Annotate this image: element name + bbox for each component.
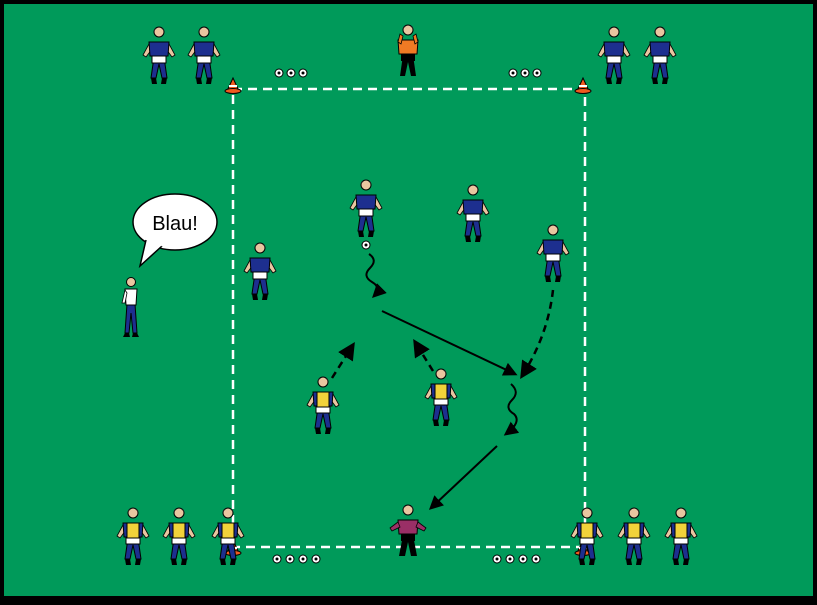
- pass-arrow-icon: [381, 310, 518, 376]
- ball-icon: [286, 68, 296, 78]
- dribble-path-icon: [503, 383, 520, 436]
- run-arrow-icon: [330, 342, 355, 379]
- ball-icon: [298, 554, 308, 564]
- ball-icon: [518, 554, 528, 564]
- run-arrow-icon: [413, 339, 435, 372]
- ball-icon: [531, 554, 541, 564]
- ball-icon: [298, 68, 308, 78]
- pass-arrow-icon: [428, 445, 498, 510]
- ball-icon: [508, 68, 518, 78]
- ball-icon: [274, 68, 284, 78]
- ball-icon: [272, 554, 282, 564]
- ball-icon: [311, 554, 321, 564]
- speech-bubble-icon: Blau!: [132, 193, 218, 269]
- ball-icon: [361, 240, 371, 250]
- dribble-path-icon: [365, 253, 387, 298]
- ball-icon: [285, 554, 295, 564]
- ball-icon: [492, 554, 502, 564]
- ball-group-top-right: [508, 68, 542, 78]
- callout-text: Blau!: [152, 213, 198, 235]
- ball-group-top-left: [274, 68, 308, 78]
- ball-icon: [520, 68, 530, 78]
- pitch: [4, 4, 813, 596]
- ball-icon: [532, 68, 542, 78]
- ball-icon: [505, 554, 515, 564]
